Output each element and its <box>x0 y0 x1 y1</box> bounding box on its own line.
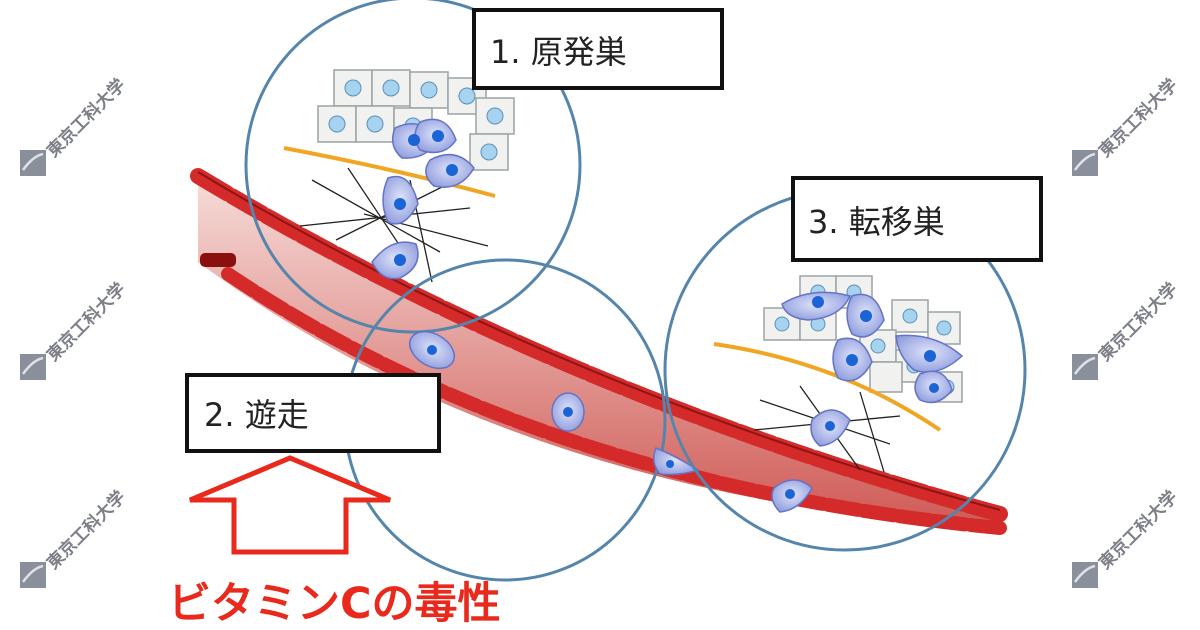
label-box-metastasis: 3. 転移巣 <box>791 176 1043 262</box>
vessel-wall-lower <box>221 267 1007 535</box>
circulating-cells <box>408 330 700 476</box>
up-arrow-icon <box>189 455 391 555</box>
watermark-right-2: 東京工科大学 <box>1072 279 1182 380</box>
label-box-primary: 1. 原発巣 <box>472 8 724 90</box>
blood-vessel <box>190 168 1008 535</box>
watermark-text: 東京工科大学 <box>1095 279 1182 366</box>
cancer-cell-nuclei-metastasis <box>785 296 939 499</box>
primary-tumor-circle <box>244 0 582 334</box>
watermark-left-2: 東京工科大学 <box>20 279 130 380</box>
watermark-text: 東京工科大学 <box>1095 75 1182 162</box>
watermark-left-1: 東京工科大学 <box>20 75 130 176</box>
vitamin-c-toxicity-label: ビタミンCの毒性 <box>168 579 501 629</box>
watermark-right-1: 東京工科大学 <box>1072 75 1182 176</box>
primary-tumor-region <box>244 0 582 334</box>
vessel-wall-upper-edge <box>197 171 1001 511</box>
cancer-cells-primary <box>371 118 475 280</box>
watermark-left-3: 東京工科大学 <box>20 487 130 588</box>
metastasis-region <box>663 188 1027 552</box>
label-migration: 2. 遊走 <box>204 396 309 434</box>
watermark-text: 東京工科大学 <box>43 487 130 574</box>
watermark-group: 東京工科大学 東京工科大学 東京工科大学 東京工科大学 東京工科大学 東京工科大… <box>20 75 1182 588</box>
watermark-right-3: 東京工科大学 <box>1072 487 1182 588</box>
label-box-migration: 2. 遊走 <box>185 373 441 453</box>
vessel-end-cap <box>200 253 236 267</box>
watermark-text: 東京工科大学 <box>43 75 130 162</box>
basement-membrane-primary <box>283 146 496 198</box>
watermark-text: 東京工科大学 <box>43 279 130 366</box>
cancer-cell-nuclei-primary <box>394 130 458 266</box>
label-metastasis: 3. 転移巣 <box>808 203 945 241</box>
vessel-wall-upper <box>190 168 1008 522</box>
watermark-text: 東京工科大学 <box>1095 487 1182 574</box>
basement-membrane-metastasis <box>713 342 942 432</box>
circulating-cell-nuclei <box>427 345 674 468</box>
label-primary: 1. 原発巣 <box>490 33 627 71</box>
